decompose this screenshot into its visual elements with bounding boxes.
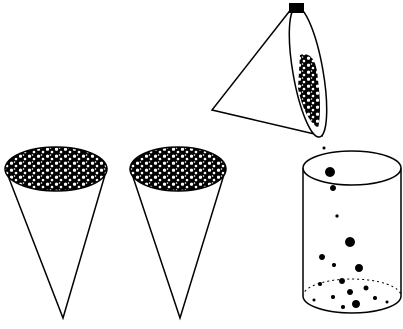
tilted-cone-top-band — [289, 3, 304, 13]
tilted-cone — [212, 3, 334, 150]
particle — [341, 305, 345, 309]
particle — [352, 300, 360, 308]
falling-particle — [323, 147, 326, 150]
particle — [373, 296, 377, 300]
particle — [332, 263, 336, 267]
particle — [318, 282, 322, 286]
cone-left-rim — [5, 147, 107, 191]
cylinder — [303, 151, 401, 313]
cylinder-bottom-rim — [303, 296, 401, 313]
particle — [335, 214, 338, 217]
upright-cone-left — [5, 147, 107, 318]
particle — [339, 278, 345, 284]
cylinder-top-rim — [303, 151, 401, 185]
cone-middle-rim — [130, 147, 226, 191]
particle — [386, 301, 389, 304]
particle — [347, 289, 353, 295]
particle — [330, 185, 336, 191]
particle — [345, 237, 355, 247]
particle — [319, 254, 325, 260]
particle — [325, 167, 335, 177]
particle — [331, 295, 335, 299]
upright-cone-middle — [130, 147, 226, 318]
particle — [355, 264, 363, 272]
particle — [313, 299, 316, 302]
particle — [364, 286, 369, 291]
